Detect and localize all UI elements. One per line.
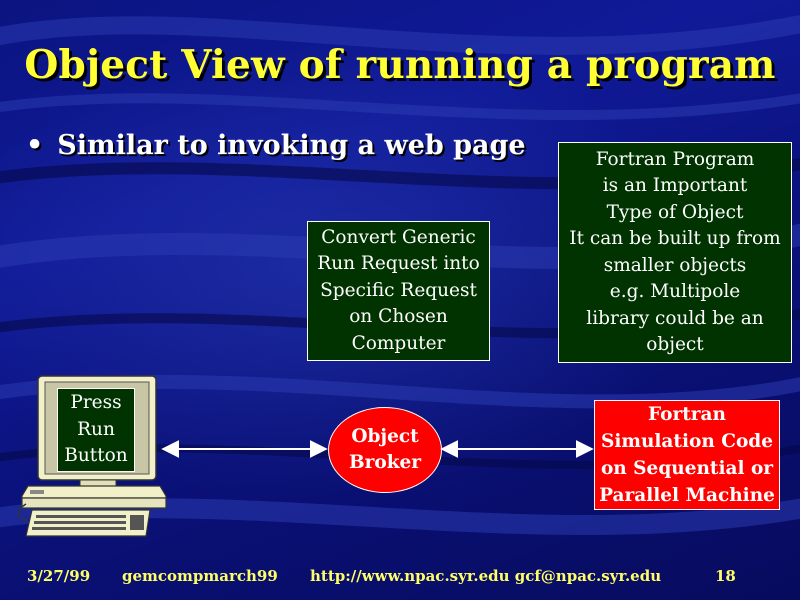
footer-filename: gemcompmarch99 <box>122 567 278 585</box>
convert-line: on Chosen <box>349 306 448 328</box>
fortran-line: library could be an <box>586 307 764 329</box>
simulation-line: Fortran <box>648 404 726 425</box>
fortran-line: It can be built up from <box>569 228 781 249</box>
convert-line: Convert Generic <box>321 226 476 248</box>
fortran-line: object <box>646 334 704 355</box>
bullet-dot: • <box>26 130 44 161</box>
simulation-line: on Sequential or <box>600 458 774 479</box>
convert-line: Specific Request <box>320 279 477 301</box>
convert-line: Computer <box>351 332 446 354</box>
press-line: Button <box>64 445 128 467</box>
object-broker-ellipse: Object Broker <box>328 407 442 493</box>
fortran-line: Type of Object <box>606 201 744 223</box>
fortran-line: is an Important <box>602 175 748 196</box>
fortran-line: Fortran Program <box>595 148 755 170</box>
slide-title: Object View of running a program <box>24 42 776 88</box>
simulation-line: Simulation Code <box>600 431 773 452</box>
fortran-line: smaller objects <box>603 254 747 276</box>
fortran-program-box: Fortran Program is an Important Type of … <box>558 142 792 363</box>
broker-line: Broker <box>348 452 422 473</box>
footer-contact[interactable]: http://www.npac.syr.edu gcf@npac.syr.edu <box>310 567 662 585</box>
press-run-button[interactable]: Press Run Button <box>57 388 135 472</box>
simulation-line: Parallel Machine <box>599 485 775 506</box>
press-line: Run <box>77 418 115 440</box>
convert-line: Run Request into <box>317 253 480 275</box>
bullet-text: Similar to invoking a web page <box>57 130 526 161</box>
fortran-line: e.g. Multipole <box>609 281 741 302</box>
simulation-code-box: Fortran Simulation Code on Sequential or… <box>594 400 780 510</box>
footer-page-number: 18 <box>715 567 736 585</box>
bullet-point: • Similar to invoking a web page <box>26 130 526 161</box>
convert-request-box: Convert Generic Run Request into Specifi… <box>307 221 490 361</box>
broker-line: Object <box>351 426 419 447</box>
press-line: Press <box>70 392 122 414</box>
footer-date: 3/27/99 <box>27 567 91 585</box>
